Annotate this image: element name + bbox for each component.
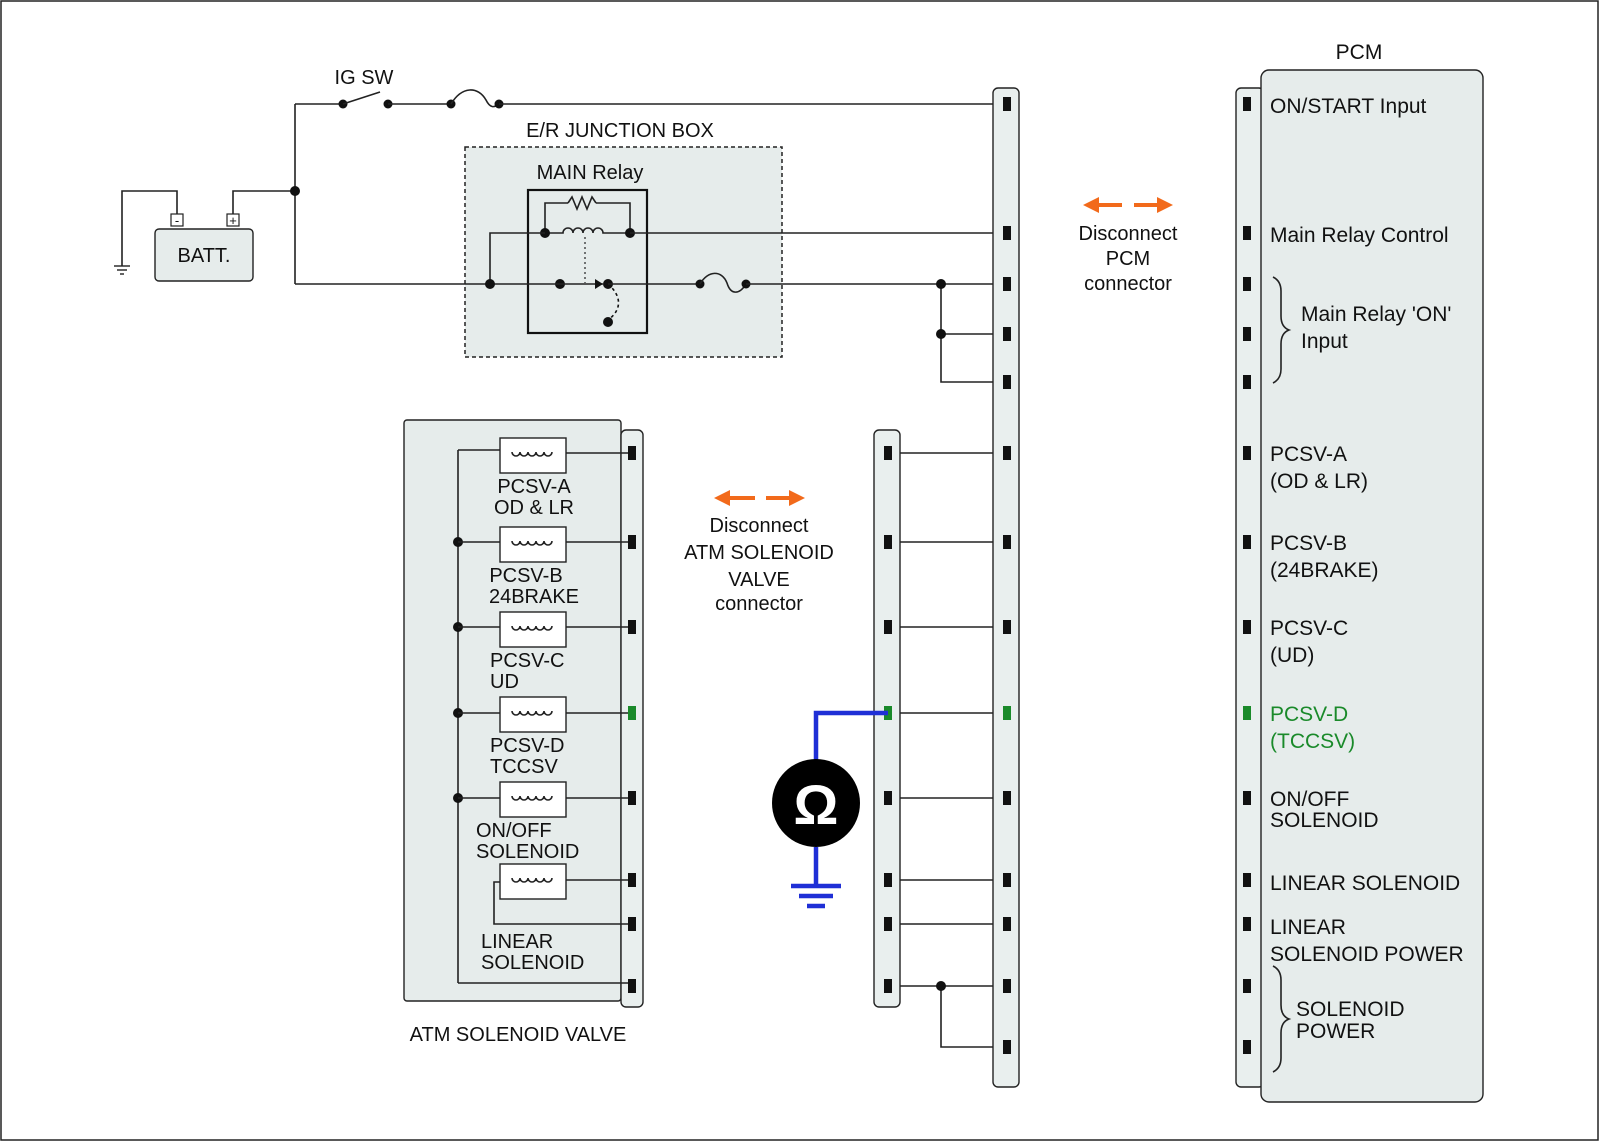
ohmmeter-lead [813,710,888,765]
solenoid-coil-pcsv-a [499,437,628,474]
main-relay [526,188,649,335]
pcm-pin-label-line: (UD) [1270,644,1314,667]
solenoid-coil-linear [493,863,628,925]
pcm-pin-label-line: LINEAR [1270,916,1346,939]
disconnect-atm-line: VALVE [728,569,790,591]
disconnect-pcm-line: connector [1084,273,1172,295]
pcm-harness-connector [992,87,1020,1088]
solenoid-coil-pcsv-b [458,526,628,563]
solenoid-coil-on-off [458,781,628,818]
battery-negative-terminal: - [175,213,179,228]
solenoid-label-on-off: ON/OFF SOLENOID [476,820,579,863]
battery: BATT. - + [154,213,254,282]
solenoid-label-pcsv-a: PCSV-A OD & LR [494,476,574,519]
pcm-pin-label-line: (TCCSV) [1270,730,1355,753]
pcm-pin-on-start: ON/START Input [1270,95,1427,118]
pcm-pin-label-line: PCSV-A [1270,443,1347,466]
solenoid-label-line: SOLENOID [476,841,579,863]
pcm-pin-label-line: PCSV-B [1270,532,1347,555]
disconnect-pcm-arrows-icon [1083,197,1173,213]
solenoid-coil-pcsv-d [458,696,628,733]
solenoid-label-line: ON/OFF [476,820,552,842]
solenoid-label-line: SOLENOID [481,952,584,974]
solenoid-label-line: PCSV-C [490,650,564,672]
disconnect-atm-arrows-icon [714,490,805,506]
ohmmeter-ground-icon [791,883,841,909]
pcm-title: PCM [1336,41,1383,64]
pcm-pin-label-line: POWER [1296,1020,1375,1043]
pcm-pin-label-line: PCSV-D [1270,703,1348,726]
pcm-pin-pcsv-b: PCSV-B (24BRAKE) [1270,532,1379,582]
pcm-pin-label-line: SOLENOID [1296,998,1405,1021]
pcm-pin-label-line: SOLENOID POWER [1270,943,1464,966]
atm-solenoid-valve-title: ATM SOLENOID VALVE [410,1024,627,1046]
brace-solenoid-power-icon [1272,965,1292,1073]
pcm-pin-main-relay-control: Main Relay Control [1270,224,1449,247]
solenoid-label-line: PCSV-D [490,735,564,757]
pcm-pin-linear-solenoid-power: LINEAR SOLENOID POWER [1270,916,1464,966]
pcm-pin-label-line: Main Relay 'ON' [1301,303,1451,326]
disconnect-atm-line: ATM SOLENOID [684,542,834,564]
pcm-pin-label-line: PCSV-C [1270,617,1348,640]
pcm-pin-solenoid-power: SOLENOID POWER [1296,998,1405,1043]
battery-ground-icon [114,265,130,275]
disconnect-pcm-note: Disconnect PCM connector [1079,223,1178,295]
pcm-connector-pins [1243,97,1251,1054]
solenoid-label-line: PCSV-B [489,565,562,587]
solenoid-label-line: OD & LR [494,497,574,519]
disconnect-atm-note: Disconnect ATM SOLENOID VALVE connector [684,515,834,615]
solenoid-label-pcsv-d: PCSV-D TCCSV [490,735,564,778]
atm-solenoid-valve-connector-pins [628,446,636,993]
pcm-pin-label-line: SOLENOID [1270,809,1379,832]
pcm-pin-pcsv-d: PCSV-D (TCCSV) [1270,703,1355,753]
pcm-pin-label-line: Input [1301,330,1348,353]
pcm-pin-label-line: (OD & LR) [1270,470,1368,493]
junction-box-label: E/R JUNCTION BOX [526,120,714,142]
battery-label: BATT. [178,245,231,267]
ohmmeter-icon [772,759,860,847]
brace-main-relay-on-icon [1272,276,1292,384]
disconnect-atm-line: Disconnect [710,515,809,537]
solenoid-coil-pcsv-c [458,611,628,648]
pcm-pin-label-line: (24BRAKE) [1270,559,1379,582]
disconnect-pcm-line: Disconnect [1079,223,1178,245]
solenoid-label-line: 24BRAKE [489,586,579,608]
solenoid-label-pcsv-b: PCSV-B 24BRAKE [489,565,579,608]
pcm-pin-pcsv-c: PCSV-C (UD) [1270,617,1348,667]
ignition-switch-icon [295,91,393,109]
main-relay-label: MAIN Relay [537,162,644,184]
pcm-pin-label-line: ON/OFF [1270,788,1349,811]
solenoid-label-linear: LINEAR SOLENOID [481,931,584,974]
disconnect-pcm-line: PCM [1106,248,1150,270]
solenoid-label-pcsv-c: PCSV-C UD [490,650,564,693]
ig-switch-label: IG SW [335,67,394,89]
pcm-pin-linear-solenoid: LINEAR SOLENOID [1270,872,1460,895]
pcm-pin-main-relay-on-input: Main Relay 'ON' Input [1301,303,1451,353]
solenoid-label-line: TCCSV [490,756,558,778]
battery-positive-terminal: + [229,213,237,228]
disconnect-atm-line: connector [715,593,803,615]
pcm-module [1260,69,1484,1103]
solenoid-label-line: LINEAR [481,931,553,953]
pcm-pin-on-off-solenoid: ON/OFF SOLENOID [1270,788,1379,832]
harness-connector-pins [1003,97,1011,1054]
relay-coil-icon [540,194,635,283]
solenoid-label-line: PCSV-A [497,476,571,498]
solenoid-label-line: UD [490,671,519,693]
junction-box [464,146,783,358]
pcm-pin-pcsv-a: PCSV-A (OD & LR) [1270,443,1368,493]
ohmmeter-symbol: Ω [794,773,839,836]
